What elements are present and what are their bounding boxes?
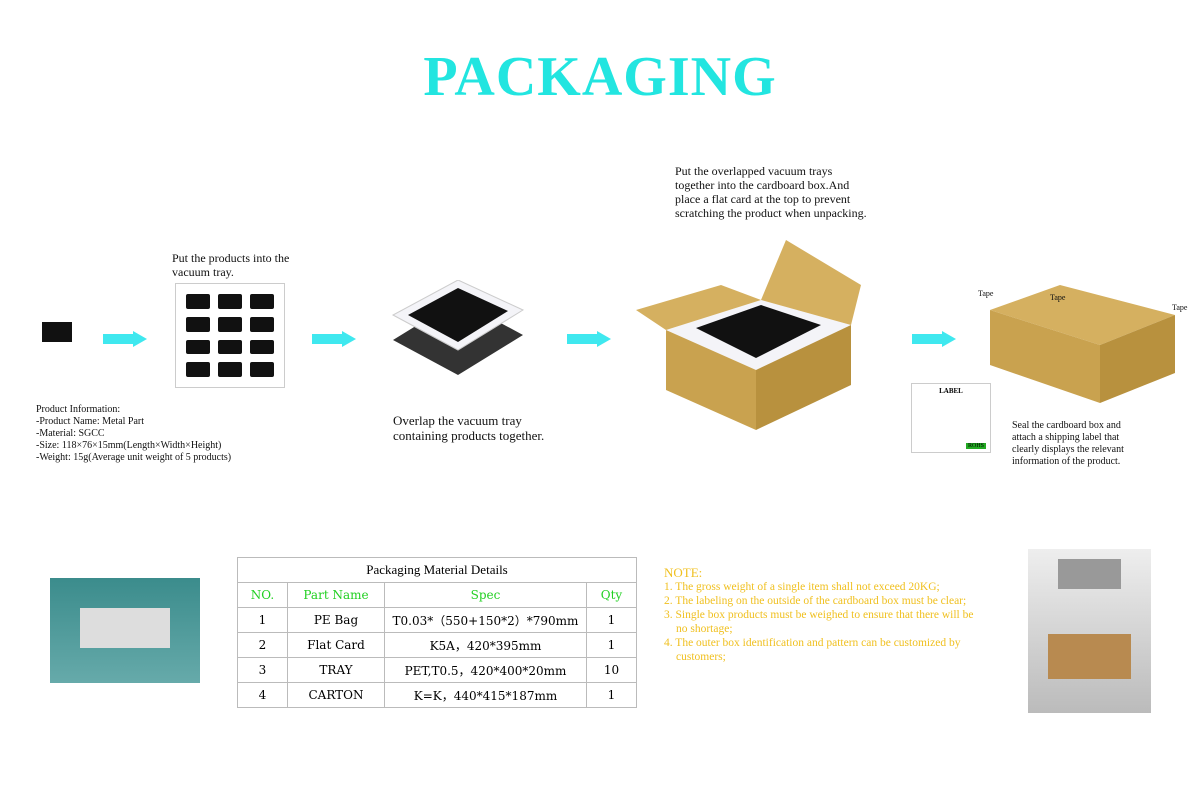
tape-label: Tape [978,289,994,298]
header-qty: Qty [586,582,637,608]
cell: 4 [237,682,288,708]
table-title: Packaging Material Details [237,557,637,583]
label-title: LABEL [939,387,963,395]
step1-caption: Put the products into the vacuum tray. [172,251,290,279]
scale-photo [50,578,200,683]
header-part-name: Part Name [287,582,385,608]
note-item: 1. The gross weight of a single item sha… [664,581,940,593]
cell: 2 [237,632,288,658]
page-title: PACKAGING [423,46,777,108]
sealed-carton-image [990,285,1175,403]
cell: PE Bag [287,607,385,633]
step4-caption: Seal the cardboard box and attach a ship… [1012,420,1124,467]
header-spec: Spec [384,582,587,608]
cell: 10 [586,657,637,683]
info-line: -Product Name: Metal Part [36,416,145,427]
note-item: 2. The labeling on the outside of the ca… [664,595,967,607]
cell: 1 [586,632,637,658]
cell: Flat Card [287,632,385,658]
vacuum-tray-image [175,283,285,388]
cell: 1 [586,607,637,633]
notes-heading: NOTE: [664,565,703,580]
tape-label: Tape [1172,303,1188,312]
notes: NOTE: 1. The gross weight of a single it… [664,566,984,664]
note-item: 3. Single box products must be weighed t… [664,609,974,635]
arrow-right-icon [103,331,147,347]
cell: 1 [586,682,637,708]
arrow-right-icon [312,331,356,347]
cell: K=K，440*415*187mm [384,682,587,708]
step2-caption: Overlap the vacuum tray containing produ… [393,413,545,443]
cell: PET,T0.5，420*400*20mm [384,657,587,683]
weighing-scale-photo [1028,549,1151,713]
info-line: Product Information: [36,404,121,415]
product-image [42,322,72,342]
rohs-badge: ROHS [965,443,986,449]
step3-caption: Put the overlapped vacuum trays together… [675,164,867,220]
cell: TRAY [287,657,385,683]
tape-label: Tape [1050,293,1066,302]
note-item: 4. The outer box identification and patt… [664,637,961,663]
cell: K5A，420*395mm [384,632,587,658]
product-info: Product Information: -Product Name: Meta… [36,404,231,464]
info-line: -Size: 118×76×15mm(Length×Width×Height) [36,440,222,451]
cell: CARTON [287,682,385,708]
info-line: -Weight: 15g(Average unit weight of 5 pr… [36,452,232,463]
info-line: -Material: SGCC [36,428,105,439]
arrow-right-icon [567,331,611,347]
cell: 3 [237,657,288,683]
cell: 1 [237,607,288,633]
header-no: NO. [237,582,288,608]
cell: T0.03*（550+150*2）*790mm [384,607,587,633]
arrow-right-icon [912,331,956,347]
open-carton-image [636,240,861,430]
shipping-label: LABEL ROHS [911,383,991,453]
stacked-trays-image [391,280,525,375]
